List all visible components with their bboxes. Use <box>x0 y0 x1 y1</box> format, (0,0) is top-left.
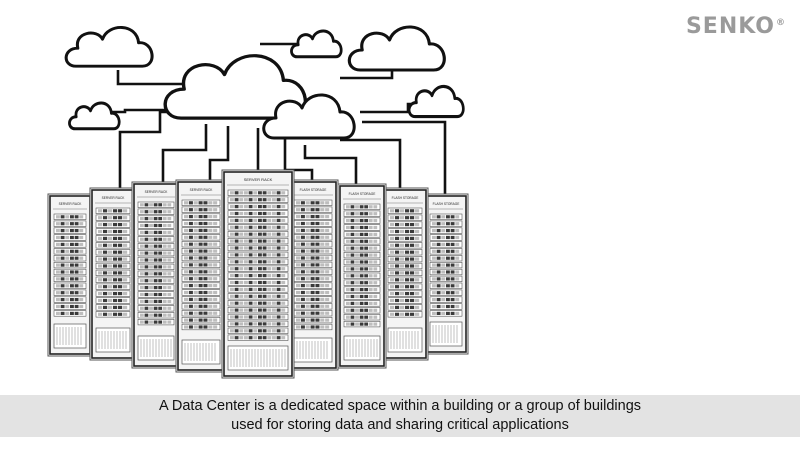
cloud-icon <box>64 25 154 68</box>
cloud-icon <box>407 84 465 119</box>
cloud-icon <box>289 29 343 59</box>
rack-label: FLASH STORAGE <box>392 196 419 200</box>
server-rack-icon: SERVER RACK <box>175 179 227 373</box>
server-rack-icon: SERVER RACK <box>131 181 181 369</box>
caption-line-2: used for storing data and sharing critic… <box>231 417 569 433</box>
server-rack-icon: FLASH STORAGE <box>287 179 339 371</box>
server-rack-icon: SERVER RACK <box>89 187 137 361</box>
server-rack-icon: FLASH STORAGE <box>381 187 429 361</box>
rack-label: FLASH STORAGE <box>433 202 460 206</box>
registered-mark: ® <box>776 17 786 28</box>
rack-label: SERVER RACK <box>244 177 273 182</box>
rack-label: SERVER RACK <box>190 188 214 192</box>
rack-label: FLASH STORAGE <box>300 188 327 192</box>
rack-label: SERVER RACK <box>145 190 169 194</box>
cloud-icon <box>347 25 446 72</box>
server-rack-icon: FLASH STORAGE <box>337 183 387 369</box>
server-rack-icon: SERVER RACK <box>221 169 295 379</box>
caption-bar: A Data Center is a dedicated space withi… <box>0 395 800 437</box>
senko-logo: SENKO® <box>686 14 786 39</box>
server-rack-icon: SERVER RACK <box>47 193 93 357</box>
rack-label: FLASH STORAGE <box>349 192 376 196</box>
data-center-illustration: SERVER RACK FLASH STORAGE SERVER RACK FLASH… <box>47 25 469 379</box>
cloud-icon <box>67 101 121 131</box>
server-rack-icon: FLASH STORAGE <box>423 193 469 355</box>
brand-name: SENKO <box>685 14 775 39</box>
rack-label: SERVER RACK <box>102 196 126 200</box>
rack-label: SERVER RACK <box>59 202 83 206</box>
caption-line-1: A Data Center is a dedicated space withi… <box>158 398 642 414</box>
server-racks: SERVER RACK FLASH STORAGE SERVER RACK FLASH… <box>47 169 469 379</box>
